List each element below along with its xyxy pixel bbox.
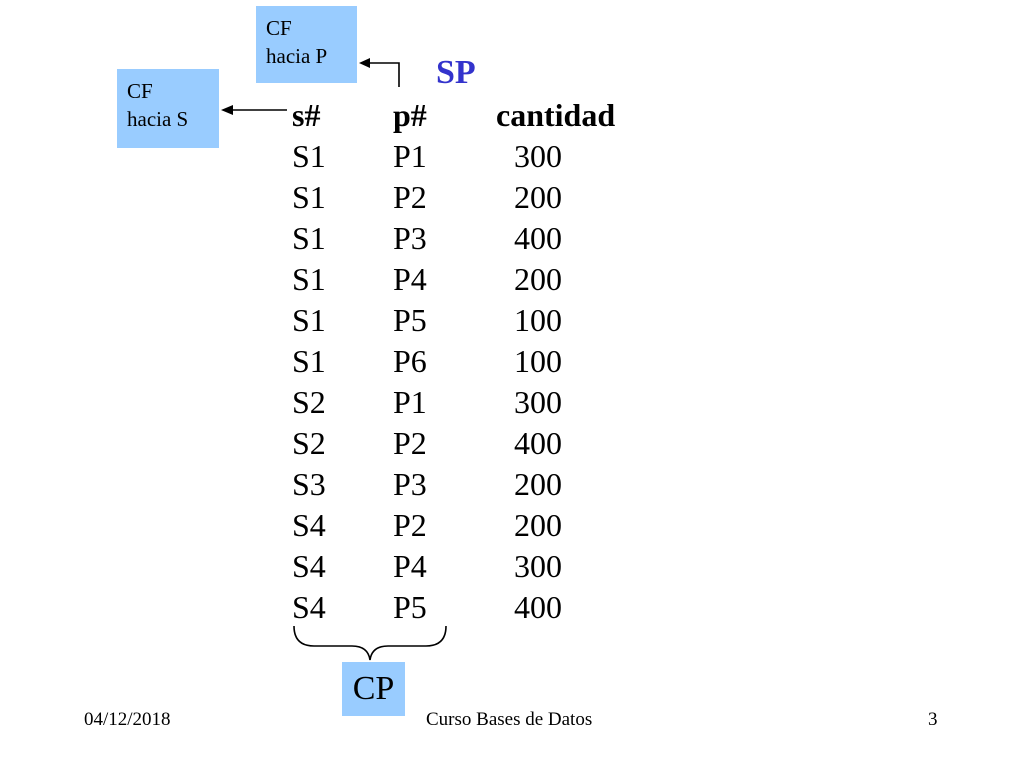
cell-cantidad: 100 <box>514 343 562 379</box>
cell-p: P2 <box>393 179 427 215</box>
callout-fk-p-line2: hacia P <box>266 44 328 68</box>
cell-s: S4 <box>292 507 326 543</box>
cell-s: S1 <box>292 179 326 215</box>
footer-course: Curso Bases de Datos <box>426 709 593 730</box>
cell-p: P2 <box>393 507 427 543</box>
table-row: S1 P6 100 <box>292 341 652 382</box>
cell-s: S2 <box>292 384 326 420</box>
cell-s: S1 <box>292 261 326 297</box>
cell-cantidad: 100 <box>514 302 562 338</box>
cell-cantidad: 300 <box>514 384 562 420</box>
callout-pk: CP <box>342 662 405 716</box>
brace-pk <box>293 625 447 661</box>
cell-cantidad: 200 <box>514 261 562 297</box>
table-row: S1 P4 200 <box>292 259 652 300</box>
cell-cantidad: 300 <box>514 548 562 584</box>
cell-cantidad: 400 <box>514 425 562 461</box>
table-row: S1 P5 100 <box>292 300 652 341</box>
cell-s: S3 <box>292 466 326 502</box>
cell-p: P4 <box>393 548 427 584</box>
cell-cantidad: 200 <box>514 507 562 543</box>
footer-date: 04/12/2018 <box>84 709 171 730</box>
cell-cantidad: 300 <box>514 138 562 174</box>
cell-s: S1 <box>292 302 326 338</box>
cell-p: P1 <box>393 384 427 420</box>
arrow-to-fk-p <box>368 62 400 87</box>
cell-s: S1 <box>292 138 326 174</box>
cell-p: P2 <box>393 425 427 461</box>
cell-p: P3 <box>393 466 427 502</box>
cell-s: S4 <box>292 548 326 584</box>
table-row: S1 P2 200 <box>292 177 652 218</box>
table-row: S2 P2 400 <box>292 423 652 464</box>
header-s: s# <box>292 97 321 133</box>
table-title: SP <box>436 54 476 91</box>
callout-fk-s-line2: hacia S <box>127 107 189 131</box>
header-p: p# <box>393 97 427 133</box>
cell-p: P4 <box>393 261 427 297</box>
table-row: S4 P4 300 <box>292 546 652 587</box>
cell-cantidad: 200 <box>514 179 562 215</box>
footer-page-number: 3 <box>928 709 938 730</box>
callout-fk-s-line1: CF <box>127 79 153 103</box>
callout-fk-p: CF hacia P <box>256 6 357 83</box>
header-cantidad: cantidad <box>496 97 616 133</box>
cell-cantidad: 400 <box>514 589 562 625</box>
cell-p: P5 <box>393 302 427 338</box>
table-row: S2 P1 300 <box>292 382 652 423</box>
cell-s: S1 <box>292 343 326 379</box>
cell-s: S2 <box>292 425 326 461</box>
arrowhead-fk-s <box>221 105 233 115</box>
cell-s: S1 <box>292 220 326 256</box>
table-row: S4 P2 200 <box>292 505 652 546</box>
cell-p: P3 <box>393 220 427 256</box>
cell-p: P1 <box>393 138 427 174</box>
cell-p: P5 <box>393 589 427 625</box>
cell-s: S4 <box>292 589 326 625</box>
table-row: S1 P3 400 <box>292 218 652 259</box>
table-row: S3 P3 200 <box>292 464 652 505</box>
callout-pk-label: CP <box>352 670 395 707</box>
cell-cantidad: 400 <box>514 220 562 256</box>
cell-p: P6 <box>393 343 427 379</box>
arrowhead-fk-p <box>359 58 370 68</box>
cell-cantidad: 200 <box>514 466 562 502</box>
table-row: S1 P1 300 <box>292 136 652 177</box>
callout-fk-s: CF hacia S <box>117 69 219 148</box>
callout-fk-p-line1: CF <box>266 16 292 40</box>
table-row: S4 P5 400 <box>292 587 652 628</box>
table-header: s# p# cantidad <box>292 95 652 136</box>
